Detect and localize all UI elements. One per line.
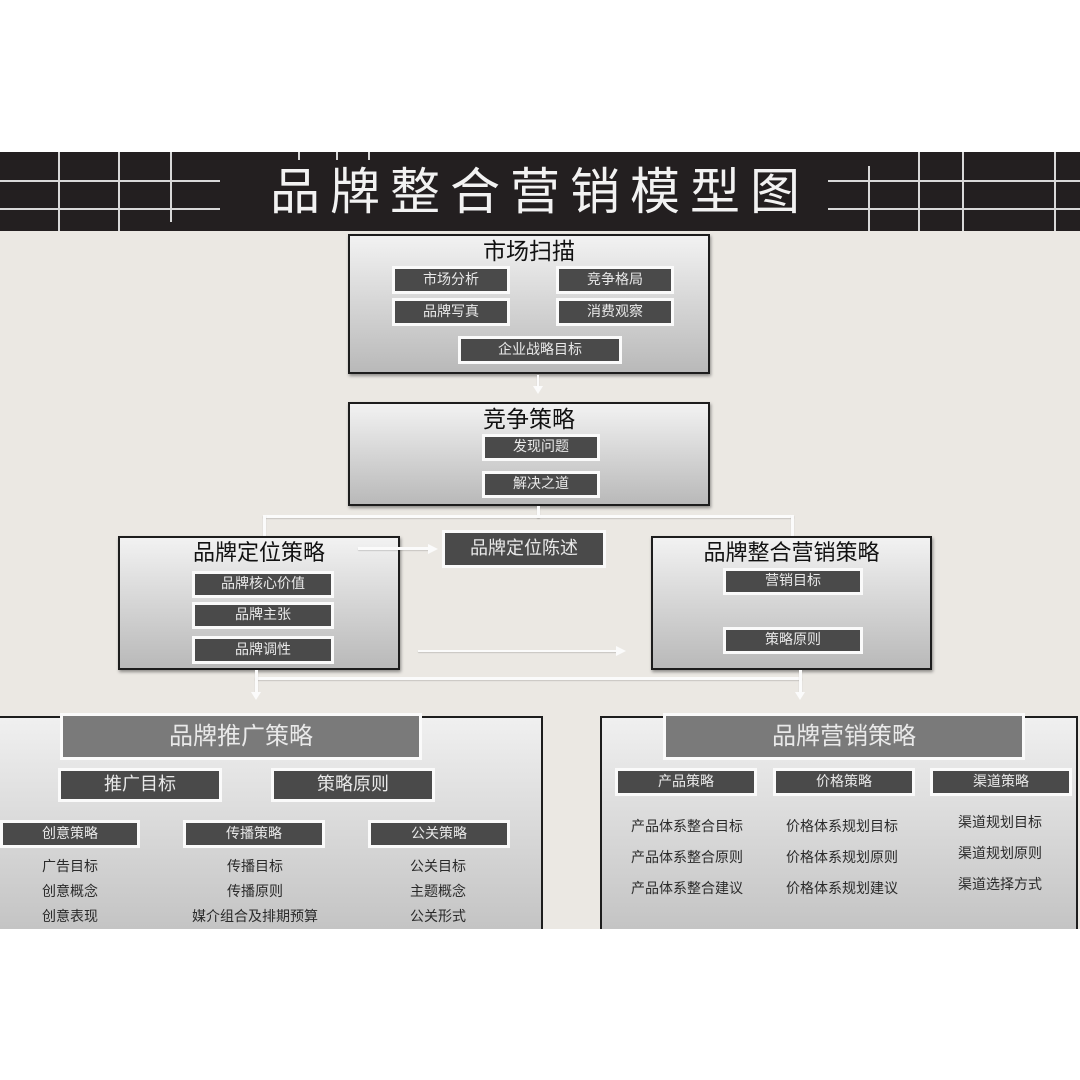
grid-decoration: [918, 152, 920, 231]
title-banner: 品牌整合营销模型图: [0, 152, 1080, 231]
market-scan-title: 市场扫描: [483, 239, 575, 265]
grid-decoration: [828, 208, 1080, 210]
grid-decoration: [868, 166, 870, 231]
positioning-title: 品牌定位策略: [192, 541, 325, 566]
grid-decoration: [336, 152, 338, 160]
list-item: 产品体系整合目标: [631, 819, 743, 835]
find-problem-tag: 发现问题: [482, 434, 600, 461]
communication-list: 传播目标 传播原则 媒介组合及排期预算: [170, 855, 340, 930]
list-item: 产品体系整合原则: [631, 850, 743, 866]
marketing-goal-tag: 营销目标: [723, 568, 863, 595]
corporate-strategy-tag: 企业战略目标: [458, 336, 622, 364]
connector-line: [418, 650, 618, 652]
connector-line: [537, 375, 539, 389]
arrow-down-icon: [251, 692, 261, 700]
list-item: 创意表现: [42, 909, 98, 925]
creative-list: 广告目标 创意概念 创意表现: [10, 855, 130, 930]
page-title: 品牌整合营销模型图: [270, 163, 810, 221]
promotion-goal-tag: 推广目标: [58, 768, 222, 802]
connector-line: [255, 677, 802, 680]
communication-strategy-tag: 传播策略: [183, 820, 325, 848]
competition-title: 竞争策略: [483, 407, 575, 433]
connector-line: [255, 670, 258, 692]
connector-line: [263, 515, 794, 518]
list-item: 媒介组合及排期预算: [192, 909, 318, 925]
product-strategy-tag: 产品策略: [615, 768, 757, 796]
grid-decoration: [298, 152, 300, 160]
connector-line: [263, 515, 266, 537]
grid-decoration: [118, 152, 120, 231]
channel-list: 渠道规划目标 渠道规划原则 渠道选择方式: [944, 808, 1056, 901]
solution-tag: 解决之道: [482, 471, 600, 498]
marketing-title-tag: 品牌营销策略: [663, 713, 1025, 760]
list-item: 广告目标: [42, 859, 98, 875]
grid-decoration: [828, 180, 1080, 182]
product-list: 产品体系整合目标 产品体系整合原则 产品体系整合建议: [618, 812, 756, 905]
list-item: 渠道规划目标: [958, 815, 1042, 831]
connector-line: [791, 515, 794, 537]
list-item: 创意概念: [42, 884, 98, 900]
list-item: 价格体系规划建议: [786, 881, 898, 897]
channel-strategy-tag: 渠道策略: [930, 768, 1072, 796]
brand-portrait-tag: 品牌写真: [392, 298, 510, 326]
pr-strategy-tag: 公关策略: [368, 820, 510, 848]
list-item: 产品体系整合建议: [631, 881, 743, 897]
arrow-right-icon: [428, 544, 438, 554]
list-item: 价格体系规划目标: [786, 819, 898, 835]
grid-decoration: [58, 152, 60, 231]
price-list: 价格体系规划目标 价格体系规划原则 价格体系规划建议: [772, 812, 912, 905]
imc-title: 品牌整合营销策略: [703, 541, 880, 566]
positioning-statement-tag: 品牌定位陈述: [442, 530, 606, 568]
list-item: 价格体系规划原则: [786, 850, 898, 866]
price-strategy-tag: 价格策略: [773, 768, 915, 796]
competitive-landscape-tag: 竞争格局: [556, 266, 674, 294]
grid-decoration: [0, 208, 220, 210]
list-item: 公关形式: [410, 909, 466, 925]
creative-strategy-tag: 创意策略: [0, 820, 140, 848]
strategy-principle-tag: 策略原则: [723, 627, 863, 654]
list-item: 渠道规划原则: [958, 846, 1042, 862]
positioning-box: 品牌定位策略 品牌核心价值 品牌主张 品牌调性: [118, 536, 400, 670]
core-value-tag: 品牌核心价值: [192, 571, 334, 598]
imc-box: 品牌整合营销策略 营销目标 策略原则: [651, 536, 932, 670]
connector-line: [799, 670, 802, 692]
competition-box: 竞争策略 发现问题 解决之道: [348, 402, 710, 506]
brand-tone-tag: 品牌调性: [192, 636, 334, 664]
arrow-right-icon: [616, 646, 626, 656]
list-item: 公关目标: [410, 859, 466, 875]
consumer-observation-tag: 消费观察: [556, 298, 674, 326]
list-item: 传播目标: [227, 859, 283, 875]
arrow-down-icon: [533, 386, 543, 394]
brand-proposition-tag: 品牌主张: [192, 602, 334, 629]
list-item: 主题概念: [410, 884, 466, 900]
market-analysis-tag: 市场分析: [392, 266, 510, 294]
connector-line: [537, 506, 540, 518]
grid-decoration: [0, 180, 220, 182]
grid-decoration: [962, 152, 964, 231]
promotion-title-tag: 品牌推广策略: [60, 713, 422, 760]
arrow-down-icon: [795, 692, 805, 700]
grid-decoration: [1054, 152, 1056, 231]
grid-decoration: [170, 152, 172, 222]
connector-line: [358, 547, 430, 550]
promotion-principle-tag: 策略原则: [271, 768, 435, 802]
grid-decoration: [368, 152, 370, 160]
list-item: 传播原则: [227, 884, 283, 900]
pr-list: 公关目标 主题概念 公关形式: [378, 855, 498, 930]
market-scan-box: 市场扫描 市场分析 竞争格局 品牌写真 消费观察 企业战略目标: [348, 234, 710, 374]
list-item: 渠道选择方式: [958, 877, 1042, 893]
